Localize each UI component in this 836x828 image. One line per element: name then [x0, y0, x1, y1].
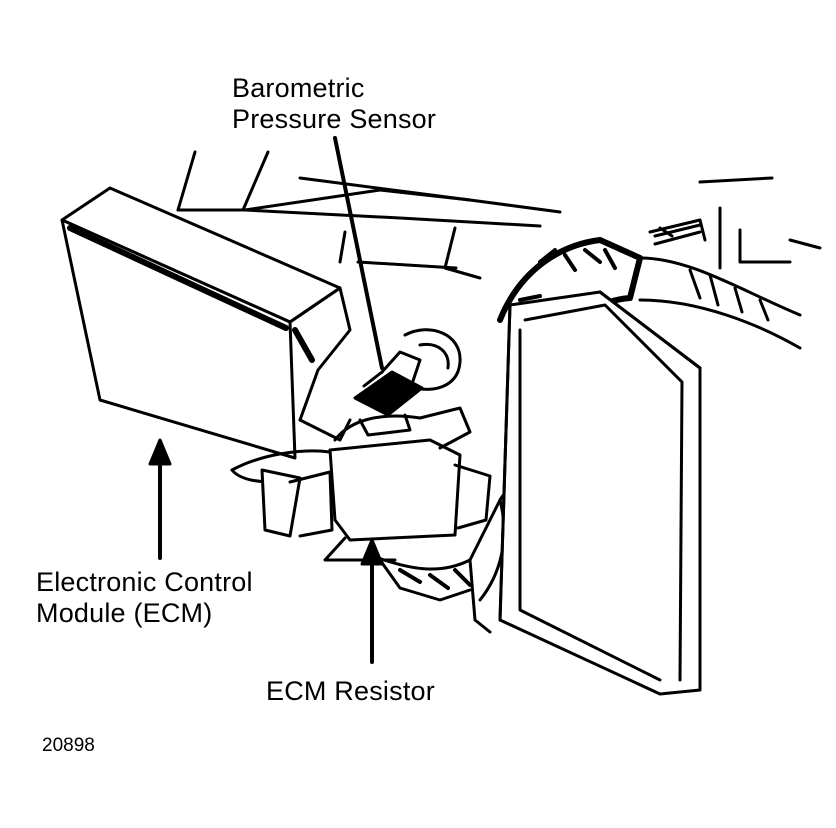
ecm-resistor — [260, 406, 492, 562]
label-ecm-line1: Electronic Control — [36, 567, 253, 597]
wiring-harness — [368, 218, 802, 634]
ecm-box — [60, 186, 352, 460]
barometric-sensor — [353, 328, 462, 417]
label-resistor-line1: ECM Resistor — [266, 676, 435, 706]
leader-ecm — [148, 438, 172, 560]
mounting-bolt — [653, 218, 707, 246]
label-barometric-pressure-sensor: Barometric Pressure Sensor — [232, 73, 436, 135]
connector-panel — [498, 290, 702, 696]
figure-number: 20898 — [42, 735, 95, 756]
label-electronic-control-module: Electronic Control Module (ECM) — [36, 567, 253, 629]
label-ecm-line2: Module (ECM) — [36, 598, 213, 628]
label-ecm-resistor: ECM Resistor — [266, 676, 435, 707]
firewall-panel — [176, 150, 822, 280]
leader-barometric — [333, 136, 384, 370]
label-barometric-line1: Barometric — [232, 73, 365, 103]
label-barometric-line2: Pressure Sensor — [232, 104, 437, 134]
leader-resistor — [360, 538, 384, 664]
